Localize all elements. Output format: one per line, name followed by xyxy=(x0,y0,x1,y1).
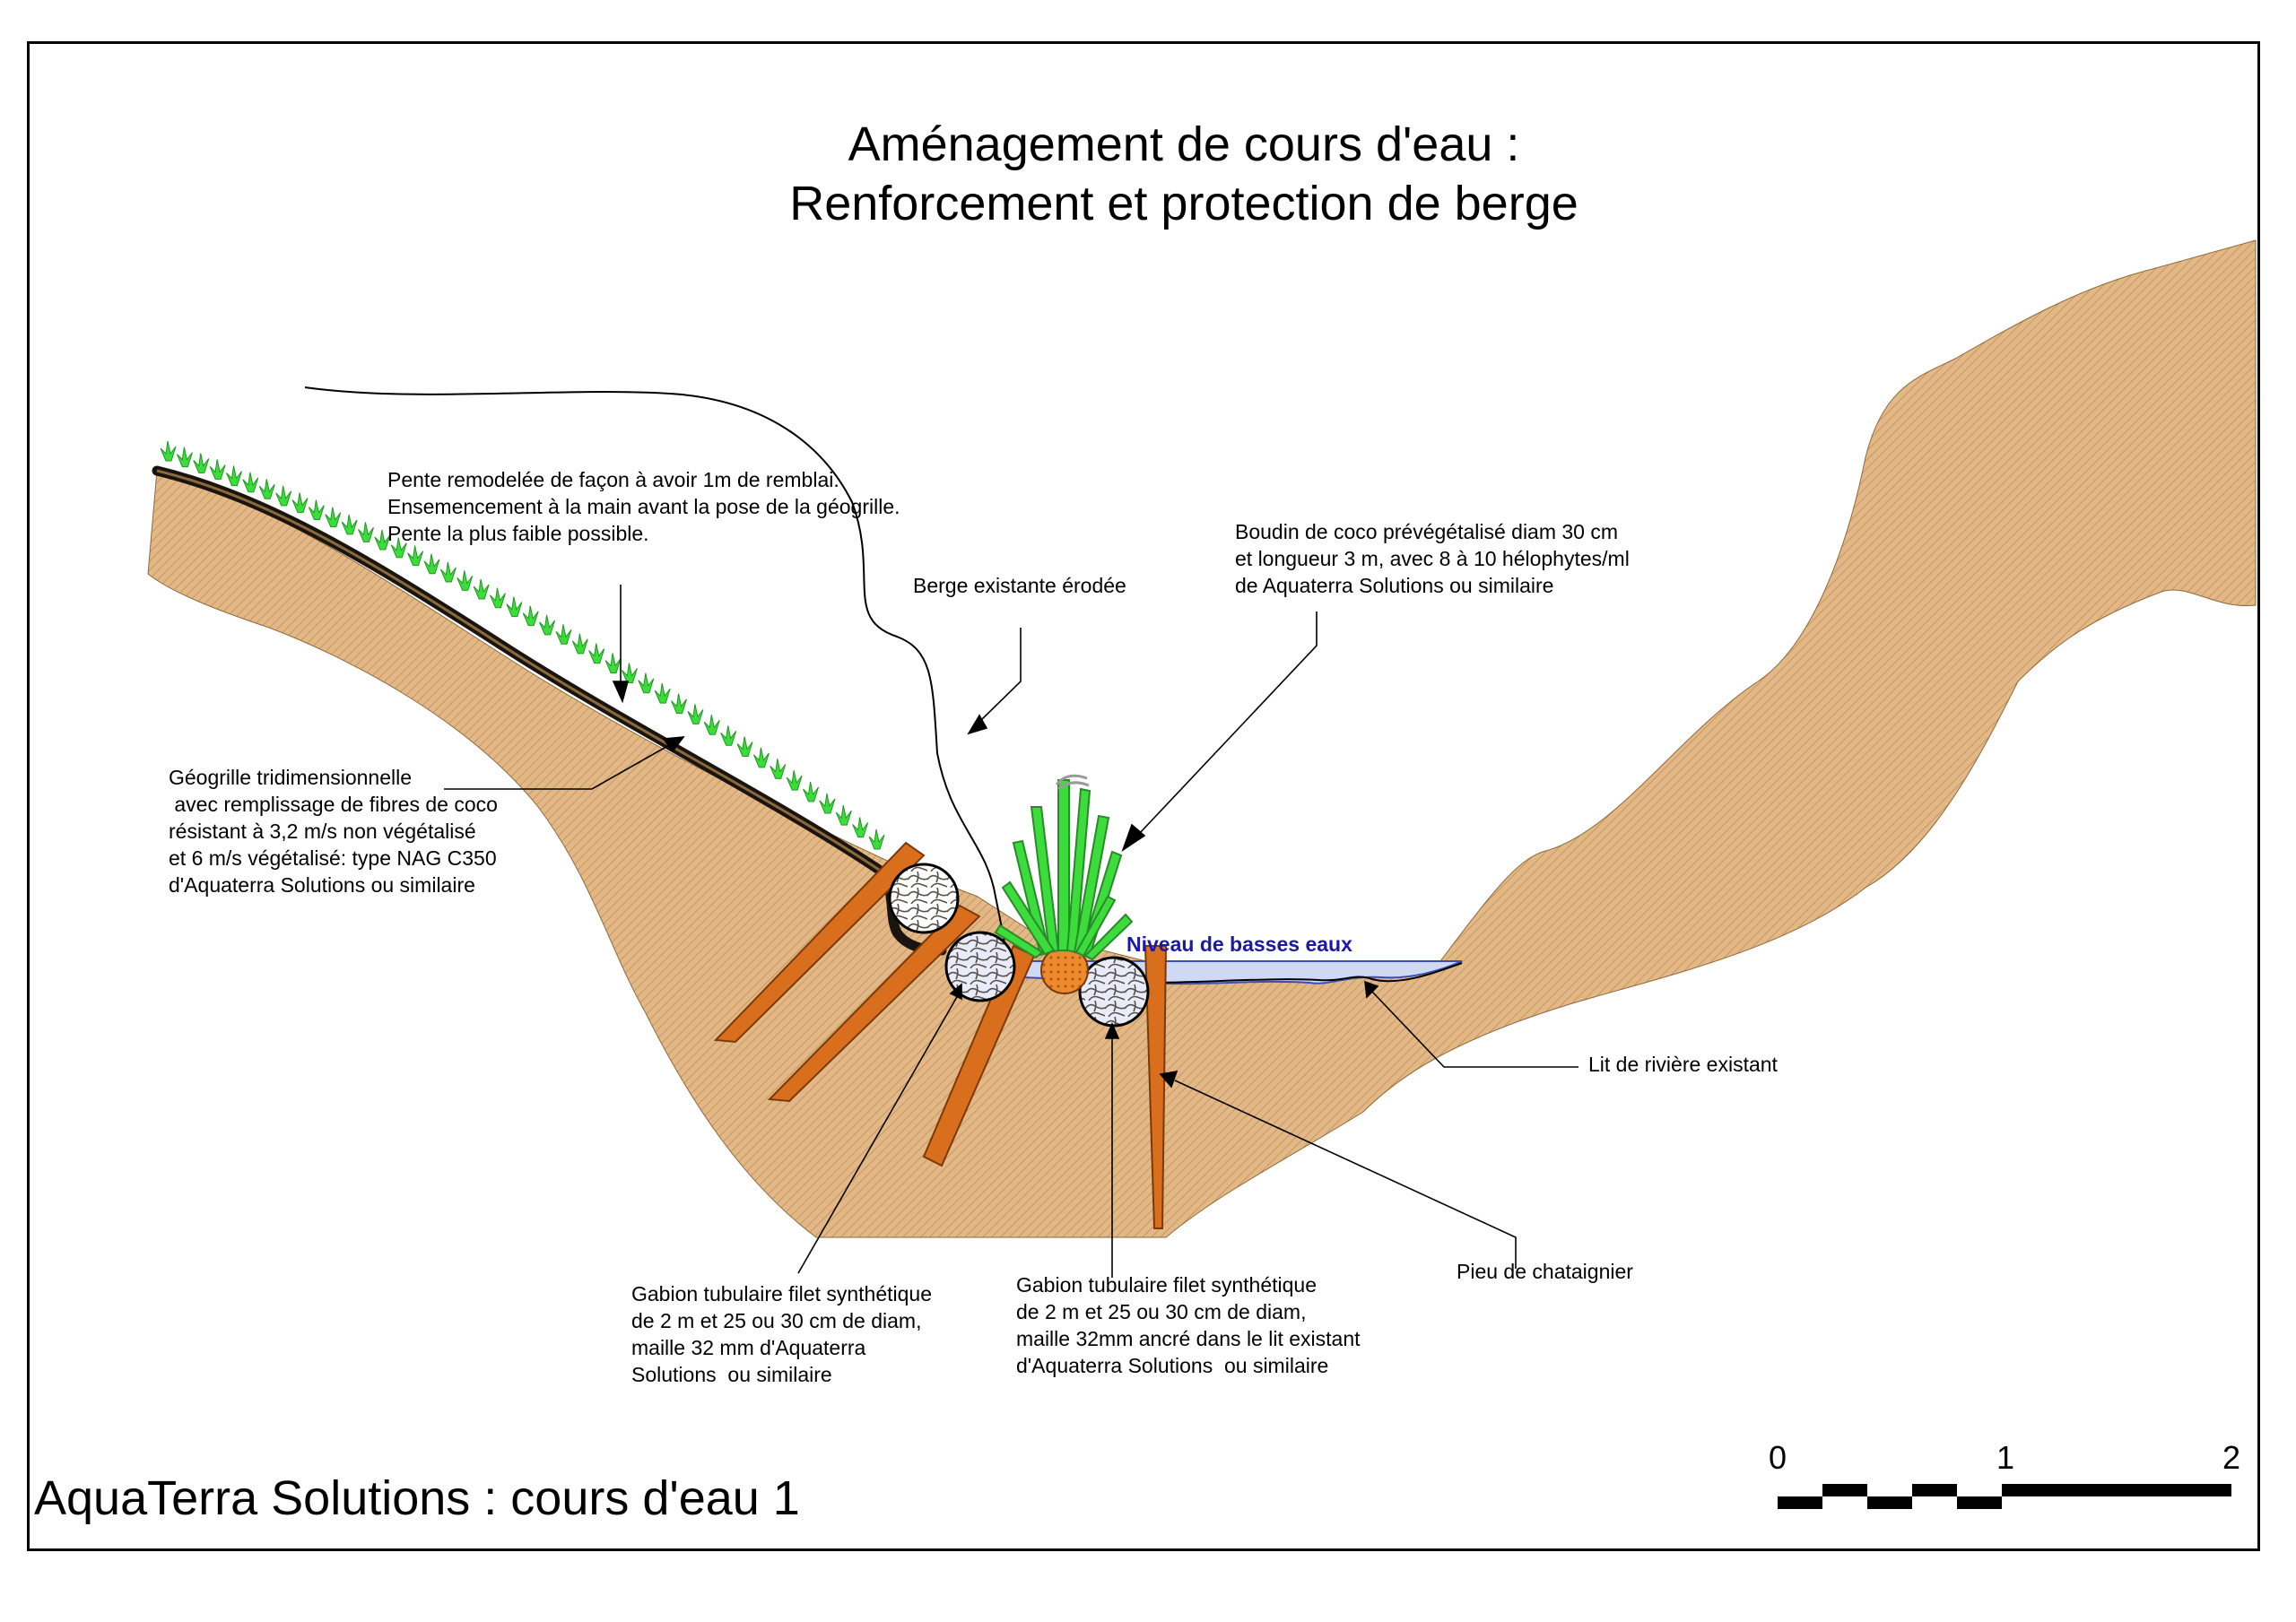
leader-geogrille xyxy=(444,743,672,790)
grass-sprout xyxy=(522,605,539,627)
grass-sprout xyxy=(291,492,309,514)
leader-pieu xyxy=(1174,1080,1517,1269)
label-boudin-coco: Boudin de coco prévégétalisé diam 30 cm … xyxy=(1235,520,1630,597)
label-gabion-2: Gabion tubulaire filet synthétique de 2 … xyxy=(1016,1273,1361,1377)
grass-sprout xyxy=(358,522,374,542)
leader-lit xyxy=(1371,991,1578,1068)
grass-sprout xyxy=(868,828,885,850)
grass-sprout xyxy=(506,596,523,618)
gabions-group xyxy=(888,863,1150,1028)
label-pente: Pente remodelée de façon à avoir 1m de r… xyxy=(387,468,900,545)
label-gabion-1: Gabion tubulaire filet synthétique de 2 … xyxy=(631,1282,932,1386)
leader-berge xyxy=(978,628,1022,723)
grass-sprout xyxy=(374,529,391,551)
grass-sprout xyxy=(275,485,292,507)
leader-boudin xyxy=(1138,612,1318,835)
grass-sprout xyxy=(703,715,720,735)
grass-sprout xyxy=(604,653,622,673)
grass-sprout xyxy=(439,561,457,583)
scale-tick-1: 1 xyxy=(1996,1439,2015,1476)
gabion-2 xyxy=(944,931,1016,1002)
grass-sprout xyxy=(736,736,753,757)
stake-1 xyxy=(713,841,926,1044)
grass-sprout xyxy=(803,781,819,802)
grass-sprout xyxy=(489,587,506,609)
grass-sprout xyxy=(687,704,704,724)
title-line-1: Aménagement de cours d'eau : xyxy=(848,117,1520,171)
grass-sprout xyxy=(752,747,770,768)
scale-tick-0: 0 xyxy=(1769,1439,1787,1476)
grass-sprout xyxy=(654,683,671,704)
grass-sprout xyxy=(473,578,490,600)
grass-sprout xyxy=(835,805,852,826)
grass-sprout xyxy=(193,453,210,473)
seed-head xyxy=(1055,774,1090,791)
gabion-3 xyxy=(1078,956,1150,1028)
label-berge-existante: Berge existante érodée xyxy=(913,574,1126,597)
grass-sprout xyxy=(341,514,358,535)
grass-sprout xyxy=(325,507,342,528)
grass-sprout xyxy=(209,459,226,480)
stakes-group xyxy=(713,841,1168,1229)
drawing-frame xyxy=(27,41,2260,1551)
grass-sprout xyxy=(258,479,275,499)
grass-sprout xyxy=(390,537,407,559)
grass-sprout xyxy=(242,472,259,493)
grass-sprouts xyxy=(160,440,885,850)
grass-sprout xyxy=(571,633,588,655)
leader-gabion1 xyxy=(797,994,959,1274)
grass-sprout xyxy=(819,793,836,814)
label-lit-riviere: Lit de rivière existant xyxy=(1588,1053,1778,1076)
existing-eroded-bank-line xyxy=(304,386,1007,974)
grass-sprout xyxy=(308,499,325,521)
grass-sprout xyxy=(457,570,474,591)
grass-sprout xyxy=(160,440,177,462)
grass-sprout xyxy=(555,624,572,645)
scale-bar xyxy=(1778,1484,2231,1509)
grass-sprout xyxy=(638,672,655,694)
leader-lines xyxy=(444,585,1578,1278)
grass-sprout xyxy=(786,769,803,791)
soil-cross-section xyxy=(147,239,2257,1238)
label-niveau-basses-eaux: Niveau de basses eaux xyxy=(1126,932,1352,956)
grass-sprout xyxy=(852,817,869,837)
helophyte-plants xyxy=(994,779,1134,961)
grass-sprout xyxy=(588,643,605,664)
grass-sprout xyxy=(423,553,440,575)
title-line-2: Renforcement et protection de berge xyxy=(789,177,1578,230)
grass-sprout xyxy=(621,663,638,684)
scale-tick-2: 2 xyxy=(2222,1439,2241,1476)
label-geogrille: Géogrille tridimensionnelle avec remplis… xyxy=(169,766,498,897)
grass-sprout xyxy=(539,614,556,636)
grass-sprout xyxy=(671,693,688,715)
grass-sprout xyxy=(226,465,242,486)
geogrid-inner-line xyxy=(156,469,880,872)
label-pieu-chataignier: Pieu de chataignier xyxy=(1457,1260,1633,1283)
grass-sprout xyxy=(176,447,193,468)
grass-sprout xyxy=(720,725,737,746)
stake-2 xyxy=(767,904,981,1103)
grass-sprout xyxy=(407,545,424,567)
river-bed-line xyxy=(1147,962,1463,984)
grass-sprout xyxy=(770,759,787,779)
gabion-1 xyxy=(888,863,960,934)
stake-4-vertical xyxy=(1144,945,1168,1229)
footer-project-title: AquaTerra Solutions : cours d'eau 1 xyxy=(34,1471,800,1525)
